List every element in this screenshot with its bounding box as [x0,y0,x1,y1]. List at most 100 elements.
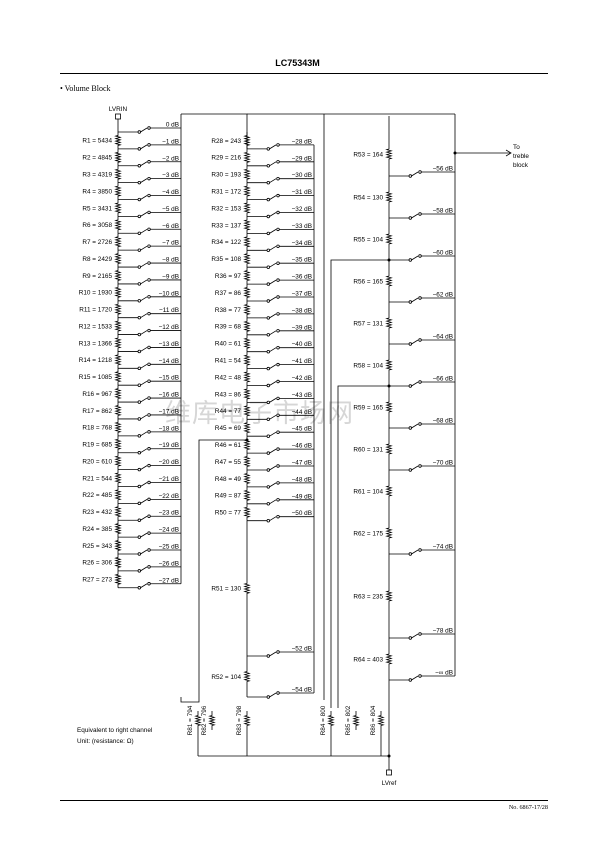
tap-label: −27 dB [159,577,179,584]
tap-switch-blade [269,482,277,488]
tap-label: −52 dB [292,646,312,653]
resistor-label: R15 = 1085 [79,374,113,381]
tap-switch-contact [137,349,141,354]
tap-switch-contact [418,212,422,216]
resistor-label: R25 = 343 [82,543,112,550]
resistor [114,132,122,149]
resistor-label: R34 = 122 [211,239,241,246]
junction-dot [453,151,457,155]
tap-switch-blade [140,414,148,420]
tap-switch-contact [276,160,280,164]
resistor-label: R41 = 54 [215,357,242,364]
tap-switch-contact [137,147,141,151]
resistor-label: R9 = 2165 [82,273,112,280]
tap-switch-contact [276,295,280,299]
tap-switch-contact [418,296,422,300]
tap-switch-contact [266,282,270,286]
tap-switch-contact [266,197,270,202]
tap-switch-contact [147,328,151,333]
tap-switch-contact [147,413,151,417]
resistor-label: R50 = 77 [215,510,242,517]
tap-switch-blade [140,296,148,302]
tap-switch-blade [269,313,277,319]
resistor [114,317,122,335]
resistor [327,711,335,730]
tap-switch-contact [276,396,280,401]
tap-label: −46 dB [292,443,312,450]
tap-switch-contact [418,464,422,468]
resistor-label: R53 = 164 [353,151,383,158]
resistor-label: R16 = 967 [82,391,112,398]
resistor [114,250,122,268]
tap-label: −21 dB [159,476,179,483]
tap-switch-contact [137,552,141,556]
tap-switch-contact [137,569,141,573]
tap-label: −14 dB [159,358,179,365]
tap-switch-contact [266,164,270,168]
tap-switch-contact [276,515,280,519]
tap-switch-blade [269,212,277,217]
resistor [352,711,360,730]
tap-switch-blade [140,245,148,251]
tap-switch-contact [266,468,270,472]
tap-switch-contact [266,316,270,320]
resistor [114,300,122,318]
resistor-label: R60 = 131 [353,446,383,453]
resistor [114,368,122,386]
tap-label: −49 dB [292,493,312,500]
resistor [114,148,122,166]
tap-switch-blade [269,144,277,150]
page-number: No. 6867-17/28 [508,804,548,811]
resistor-label: R49 = 87 [215,493,242,500]
tap-switch-blade [411,339,419,345]
tap-switch-contact [408,468,412,472]
tap-switch-contact [147,176,151,181]
tap-label: 0 dB [166,122,179,129]
tap-label: −48 dB [292,476,312,483]
tap-switch-blade [269,431,277,437]
tap-label: −78 dB [433,628,453,635]
tap-switch-contact [408,216,412,220]
tap-switch-contact [147,396,151,400]
resistor [243,470,251,487]
tap-switch-contact [137,501,141,506]
tap-switch-contact [147,227,151,231]
tap-label: −6 dB [162,223,179,230]
tap-switch-contact [408,552,412,556]
tap-label: −66 dB [433,376,453,383]
tap-switch-contact [147,261,151,265]
tap-switch-contact [276,464,280,468]
resistor-label: R4 = 3850 [82,188,112,195]
resistor-label: R59 = 165 [353,404,383,411]
resistor [243,148,251,166]
tap-switch-blade [411,549,419,555]
tap-switch-blade [269,465,277,471]
tap-label: −35 dB [292,257,312,264]
junction-dot [245,438,249,442]
tap-switch-blade [411,423,419,429]
tap-switch-blade [140,515,148,521]
tap-switch-blade [269,245,277,251]
output-label: treble [513,153,529,160]
resistor-label: R61 = 104 [353,488,383,495]
tap-switch-contact [276,691,280,695]
tap-switch-blade [269,262,277,268]
tap-switch-contact [147,497,151,502]
tap-switch-contact [276,193,280,198]
wire [180,439,247,703]
tap-label: −28 dB [292,138,312,145]
resistor [114,418,122,436]
junction-dot [387,384,391,388]
junction-dot [387,754,391,758]
tap-switch-contact [147,379,151,383]
tap-label: −58 dB [433,208,453,215]
resistor-label: R45 = 69 [215,425,242,432]
resistor-label: R8 = 2429 [82,256,112,263]
tap-switch-blade [269,516,277,522]
tap-switch-contact [147,548,151,552]
tap-switch-contact [266,180,270,185]
tap-label: −31 dB [292,189,312,196]
tap-switch-contact [408,426,412,430]
tap-label: −60 dB [433,250,453,257]
